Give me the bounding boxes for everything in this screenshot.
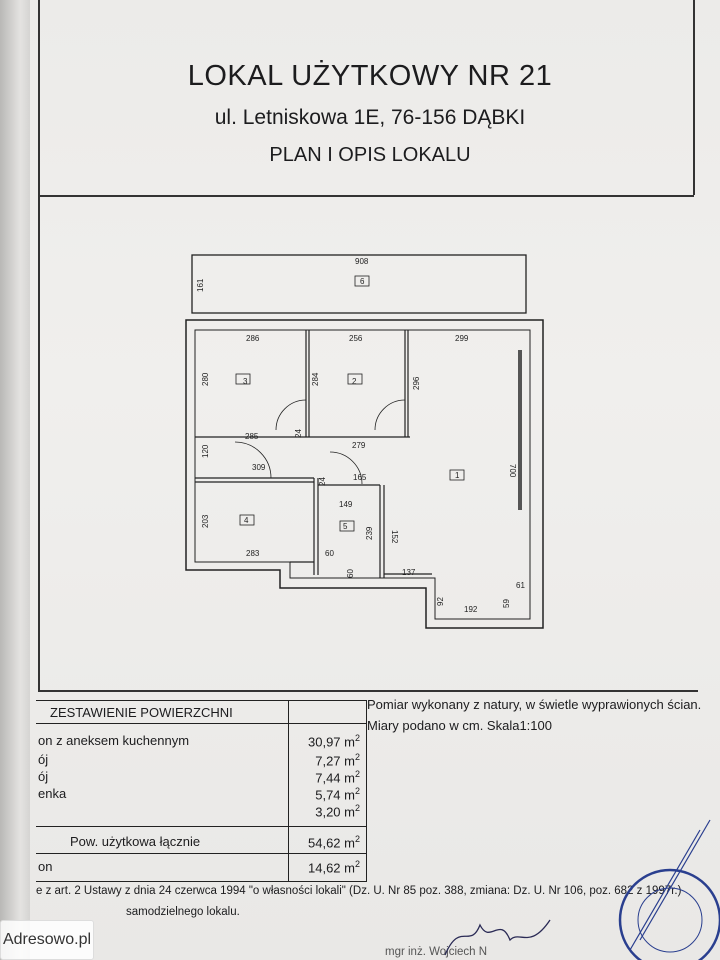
dimension: 137 [402, 568, 416, 577]
dimension: 192 [464, 605, 478, 614]
room-label: 4 [244, 516, 249, 525]
official-stamp [618, 819, 720, 960]
signature [444, 919, 551, 956]
dimension: 296 [412, 376, 421, 390]
dimension: 279 [352, 441, 366, 450]
dimension: 284 [311, 372, 320, 386]
dimension: 24 [294, 429, 303, 438]
dimension: 256 [349, 334, 363, 343]
page-subtitle: PLAN I OPIS LOKALU [269, 144, 471, 166]
dimension: 700 [508, 464, 517, 478]
dimension: 61 [516, 581, 525, 590]
door-swing [275, 399, 307, 431]
signature-stroke [629, 819, 711, 951]
dimension: 908 [355, 257, 369, 266]
dimension: 280 [201, 372, 210, 386]
legal-note-2: samodzielnego lokalu. [126, 906, 240, 918]
dimension: 120 [201, 444, 210, 458]
room-label: 6 [360, 277, 365, 286]
door-swing [374, 399, 406, 431]
frame-line [38, 0, 40, 690]
adjacent-page-edge [0, 0, 34, 960]
dimension: 283 [246, 549, 260, 558]
scale-note: Miary podano w cm. Skala1:100 [367, 718, 552, 733]
room-label: 1 [455, 471, 460, 480]
door-swing [329, 451, 363, 485]
room-label: 5 [343, 522, 348, 531]
address: ul. Letniskowa 1E, 76-156 DĄBKI [214, 106, 526, 129]
interior-walls [195, 436, 432, 578]
room-label: 2 [352, 377, 357, 386]
dimension: 59 [502, 599, 511, 608]
page-title: LOKAL UŻYTKOWY NR 21 [187, 60, 553, 92]
floor-plan: 3 2 1 4 5 6 908 161 286 256 299 280 284 … [185, 254, 544, 629]
balcony-outline [191, 254, 527, 314]
measurement-note: Pomiar wykonany z natury, w świetle wypr… [367, 697, 702, 712]
dimension: 309 [252, 463, 266, 472]
interior-walls [305, 330, 409, 437]
dimension: 285 [245, 432, 259, 441]
signature-name: mgr inż. Wojciech N [385, 946, 488, 958]
frame-line [693, 0, 695, 195]
dimension: 299 [455, 334, 469, 343]
frame-line [38, 690, 698, 692]
room-label: 3 [243, 377, 248, 386]
inner-wall [194, 329, 531, 620]
watermark: Adresowo.pl [0, 920, 94, 960]
dimension: 60 [325, 549, 334, 558]
table-header: ZESTAWIENIE POWIERZCHNI [50, 705, 233, 720]
dimension: 161 [196, 278, 205, 292]
document-sheet: LOKAL UŻYTKOWY NR 21 ul. Letniskowa 1E, … [30, 0, 720, 960]
dimension: 239 [365, 526, 374, 540]
dimension: 286 [246, 334, 260, 343]
dimension: 165 [353, 473, 367, 482]
outer-wall [185, 319, 544, 629]
legal-note: e z art. 2 Ustawy z dnia 24 czerwca 1994… [36, 885, 682, 897]
door-swing [234, 441, 272, 479]
dimension: 24 [318, 477, 327, 486]
dimension: 149 [339, 500, 353, 509]
dimension: 92 [436, 597, 445, 606]
dimension: 203 [201, 514, 210, 528]
dimension: 60 [346, 569, 355, 578]
area-summary-table: ZESTAWIENIE POWIERZCHNI on z aneksem kuc… [36, 700, 367, 882]
frame-line [38, 195, 694, 197]
dimension: 152 [390, 530, 399, 544]
